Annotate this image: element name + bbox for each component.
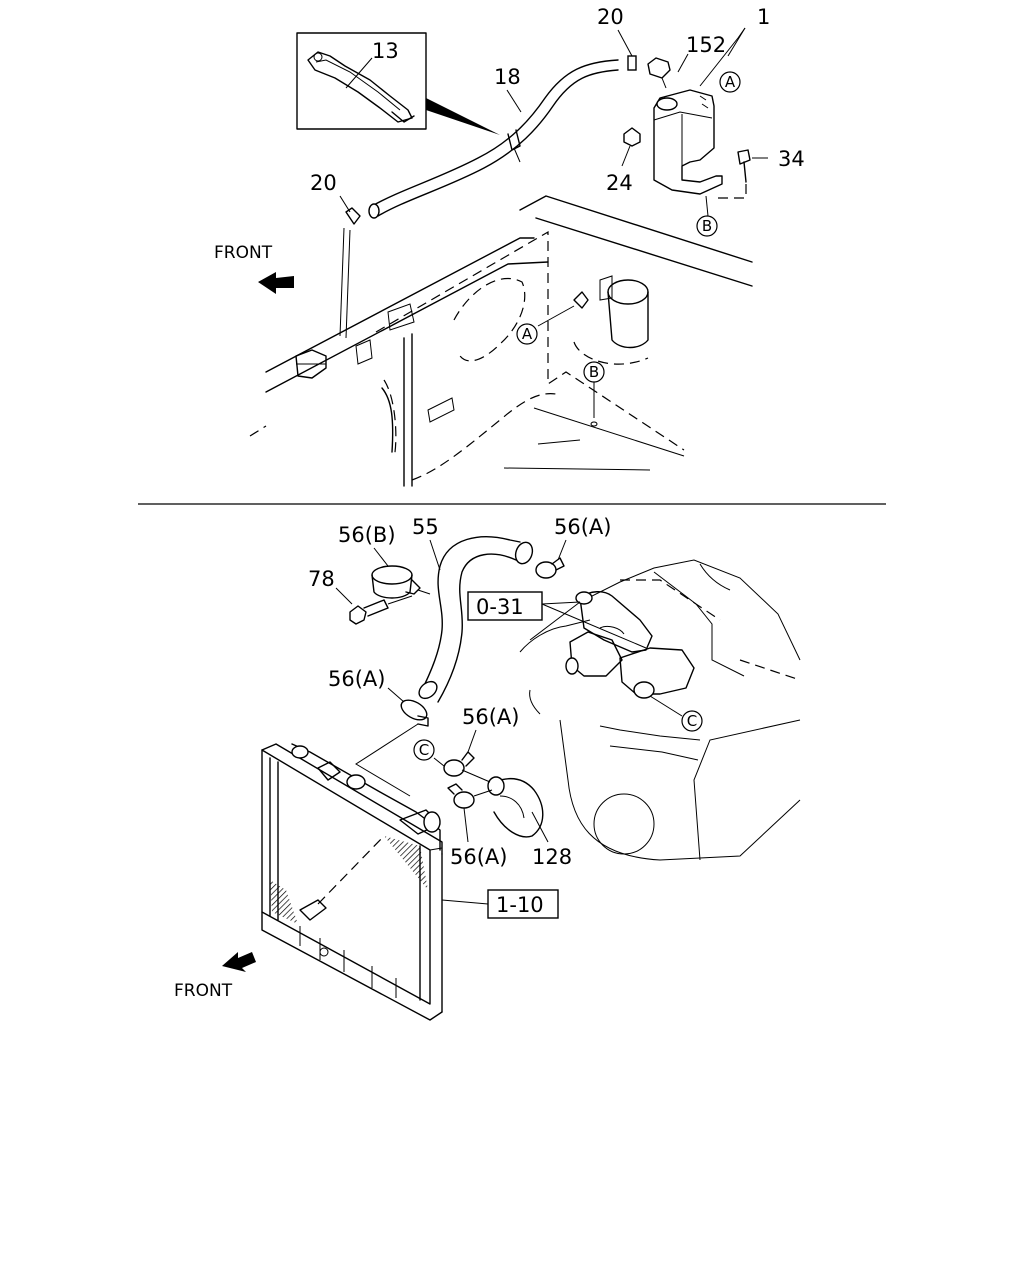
bypass-hose-128 — [433, 729, 549, 843]
hose-clamp-56b — [371, 547, 431, 599]
label-part-78: 78 — [308, 567, 335, 591]
hose-clamp-56a-top — [535, 539, 567, 579]
hose-clamp-20-top — [617, 29, 637, 71]
label-part-56b: 56(B) — [338, 523, 396, 547]
engine-ref-leaders — [541, 601, 647, 649]
overflow-hose — [368, 59, 619, 219]
bolt-78 — [335, 587, 413, 625]
svg-text:B: B — [702, 217, 712, 235]
label-part-56a-top: 56(A) — [554, 515, 611, 539]
label-part-18: 18 — [494, 65, 521, 89]
front-label-bottom: FRONT — [174, 981, 233, 1001]
callout-c-engine: C — [681, 710, 703, 732]
label-part-152: 152 — [686, 33, 726, 57]
label-part-20-left: 20 — [310, 171, 337, 195]
callouts: A B A B C C — [413, 71, 741, 761]
engine-block — [519, 559, 801, 861]
svg-text:C: C — [687, 712, 697, 730]
callout-b-body: B — [583, 361, 605, 383]
radiator-ref-box-text: 1-10 — [496, 893, 544, 917]
label-part-1: 1 — [757, 5, 770, 29]
engine-compartment-body — [249, 195, 753, 487]
callout-c-hose: C — [413, 739, 435, 761]
label-part-56a-left: 56(A) — [328, 667, 385, 691]
part-labels: 1 20 152 13 18 34 24 20 FRONT 55 56(B) 5… — [174, 5, 805, 1001]
svg-text:A: A — [522, 325, 533, 343]
radiator — [261, 743, 489, 1021]
label-part-128: 128 — [532, 845, 572, 869]
hose-clamp-56a-left — [355, 687, 429, 797]
reserve-tank-section — [249, 27, 768, 487]
front-label-top: FRONT — [214, 243, 273, 263]
label-part-56a-mid: 56(A) — [462, 705, 519, 729]
svg-text:A: A — [725, 73, 736, 91]
label-part-34: 34 — [778, 147, 805, 171]
svg-text:B: B — [589, 363, 599, 381]
engine-ref-box-text: 0-31 — [476, 595, 524, 619]
hose-clamp-20-left — [339, 195, 361, 339]
radiator-hose-section — [222, 536, 801, 1021]
engine-ref-box — [467, 591, 543, 621]
reserve-tank — [621, 27, 768, 217]
callout-b-tank: B — [696, 215, 718, 237]
upper-radiator-hose — [418, 536, 534, 703]
front-arrow-top — [258, 272, 294, 294]
label-part-55: 55 — [412, 515, 439, 539]
label-part-13: 13 — [372, 39, 399, 63]
callout-a-body: A — [516, 323, 538, 345]
label-part-20-top: 20 — [597, 5, 624, 29]
callout-a-tank: A — [719, 71, 741, 93]
front-arrow-bottom — [222, 952, 256, 972]
svg-text:C: C — [419, 741, 429, 759]
label-part-56a-low: 56(A) — [450, 845, 507, 869]
label-part-24: 24 — [606, 171, 633, 195]
radiator-ref-box — [487, 889, 559, 919]
bracket-inset — [296, 32, 500, 135]
